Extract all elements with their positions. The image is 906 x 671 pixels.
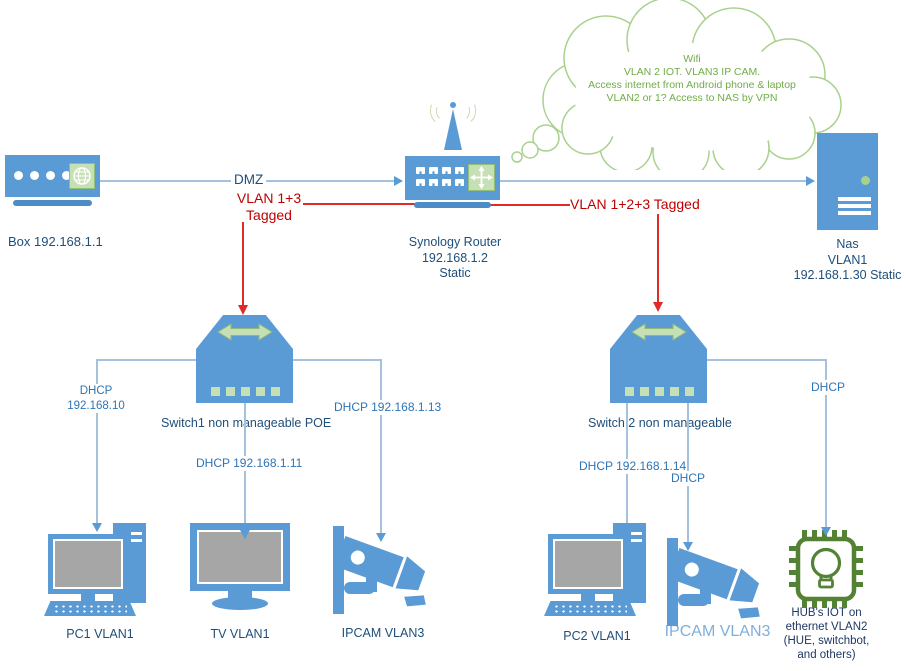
- link-switch2-hub-h: [707, 359, 826, 361]
- pc-keyboard: [544, 601, 636, 616]
- globe-icon: [69, 163, 95, 189]
- arrowhead-into-router: [394, 176, 403, 186]
- router-label: Synology Router 192.168.1.2 Static: [403, 235, 507, 282]
- hub-label-line3: (HUE, switchbot,: [783, 635, 870, 647]
- ipcam1-icon: [330, 516, 440, 623]
- arrowhead-into-tv: [240, 530, 250, 539]
- link-switch1-ipcam1-h: [293, 359, 381, 361]
- red-arrowhead-into-switch2: [653, 302, 663, 312]
- dhcp-ipcam1-label: DHCP 192.168.1.13: [334, 400, 442, 415]
- router-label-line1: Synology Router: [408, 235, 502, 249]
- link-switch2-hub-v: [825, 359, 827, 527]
- pc1-icon: [44, 523, 148, 616]
- arrowhead-into-ipcam2: [683, 542, 693, 551]
- nas-icon: [817, 133, 878, 230]
- link-router-switch1-red-h: [303, 203, 415, 205]
- modem-box-base: [13, 200, 92, 206]
- box-label: Box 192.168.1.1: [8, 234, 103, 249]
- cloud-text-line2: VLAN 2 IOT. VLAN3 IP CAM.: [624, 66, 760, 78]
- arrowhead-into-ipcam1: [376, 533, 386, 542]
- nas-label-line2: VLAN1: [827, 252, 868, 267]
- dhcp-hub-label: DHCP: [811, 380, 846, 395]
- dmz-label: DMZ: [231, 172, 267, 187]
- cloud-text-line4: VLAN2 or 1? Access to NAS by VPN: [607, 92, 778, 104]
- router-label-line2: 192.168.1.2: [421, 250, 489, 265]
- nas-label: Nas VLAN1 192.168.1.30 Static: [790, 237, 905, 284]
- arrowhead-into-hub: [821, 527, 831, 536]
- switch1-icon: [196, 315, 293, 403]
- ipcam2-icon: [664, 528, 774, 635]
- vlan-1-3-tagged-label: VLAN 1+3 Tagged: [234, 190, 304, 224]
- switch2-label: Switch 2 non manageable: [588, 416, 732, 430]
- pc-keyboard: [44, 601, 136, 616]
- thought-bubbles: [511, 124, 560, 163]
- tv-label: TV VLAN1: [210, 627, 270, 641]
- dhcp-pc2-label: DHCP 192.168.1.14: [579, 459, 687, 474]
- dhcp-tv-label: DHCP 192.168.1.11: [196, 456, 303, 471]
- vlan-1-3-line: VLAN 1+3: [236, 190, 302, 206]
- cloud-text-line3: Access internet from Android phone & lap…: [588, 79, 796, 91]
- switch1-label: Switch1 non manageable POE: [161, 416, 332, 430]
- link-switch1-pc1-h: [97, 359, 196, 361]
- double-arrow-icon: [630, 323, 687, 341]
- synology-router-icon: [405, 156, 500, 200]
- dhcp-pc1-line1: DHCP: [79, 385, 113, 397]
- wifi-thought-cloud: Wifi VLAN 2 IOT. VLAN3 IP CAM. Access in…: [506, 0, 842, 181]
- light-bulb-icon: [810, 547, 842, 589]
- link-router-switch2-red-h: [490, 204, 570, 206]
- routing-icon: [468, 164, 495, 191]
- dhcp-pc1-label: DHCP 192.168.10: [61, 384, 131, 413]
- hub-label-line1: HUB's IOT on: [791, 607, 862, 619]
- dhcp-pc1-line2: 192.168.10: [67, 399, 125, 412]
- red-arrowhead-into-switch1: [238, 305, 248, 315]
- double-arrow-icon: [216, 323, 273, 341]
- hub-label-line2: ethernet VLAN2: [785, 621, 868, 633]
- router-base: [414, 202, 491, 208]
- arrowhead-into-nas: [806, 176, 815, 186]
- arrowhead-into-pc1: [92, 523, 102, 532]
- link-switch1-pc1-v: [96, 359, 98, 523]
- tagged-line: Tagged: [246, 207, 292, 223]
- ipcam1-label: IPCAM VLAN3: [341, 626, 425, 640]
- antenna-icon: [427, 98, 479, 152]
- hub-label: HUB's IOT on ethernet VLAN2 (HUE, switch…: [764, 606, 889, 662]
- switch2-icon: [610, 315, 707, 403]
- nas-label-line1: Nas: [836, 237, 859, 251]
- vlan-1-2-3-tagged-label: VLAN 1+2+3 Tagged: [570, 196, 700, 212]
- ipcam2-label: IPCAM VLAN3: [664, 623, 771, 640]
- pc2-icon: [544, 523, 648, 616]
- arrowhead-into-pc2: [622, 523, 632, 532]
- cloud-text-line1: Wifi: [683, 53, 701, 65]
- link-router-switch2-red-v: [657, 214, 659, 302]
- pc1-label: PC1 VLAN1: [66, 627, 134, 641]
- hub-label-line4: and others): [797, 649, 856, 661]
- pc-monitor: [548, 534, 628, 594]
- pc-monitor: [48, 534, 128, 594]
- router-label-line3: Static: [439, 266, 471, 280]
- modem-box-icon: [5, 155, 100, 197]
- iot-hub-chip-icon: [789, 530, 863, 613]
- link-router-switch1-red-v: [242, 222, 244, 306]
- pc2-label: PC2 VLAN1: [563, 629, 631, 643]
- link-switch1-ipcam1-v: [380, 359, 382, 533]
- link-router-nas: [500, 180, 806, 182]
- dhcp-ipcam2-label: DHCP: [671, 471, 706, 486]
- nas-label-line3: 192.168.1.30 Static: [793, 268, 902, 282]
